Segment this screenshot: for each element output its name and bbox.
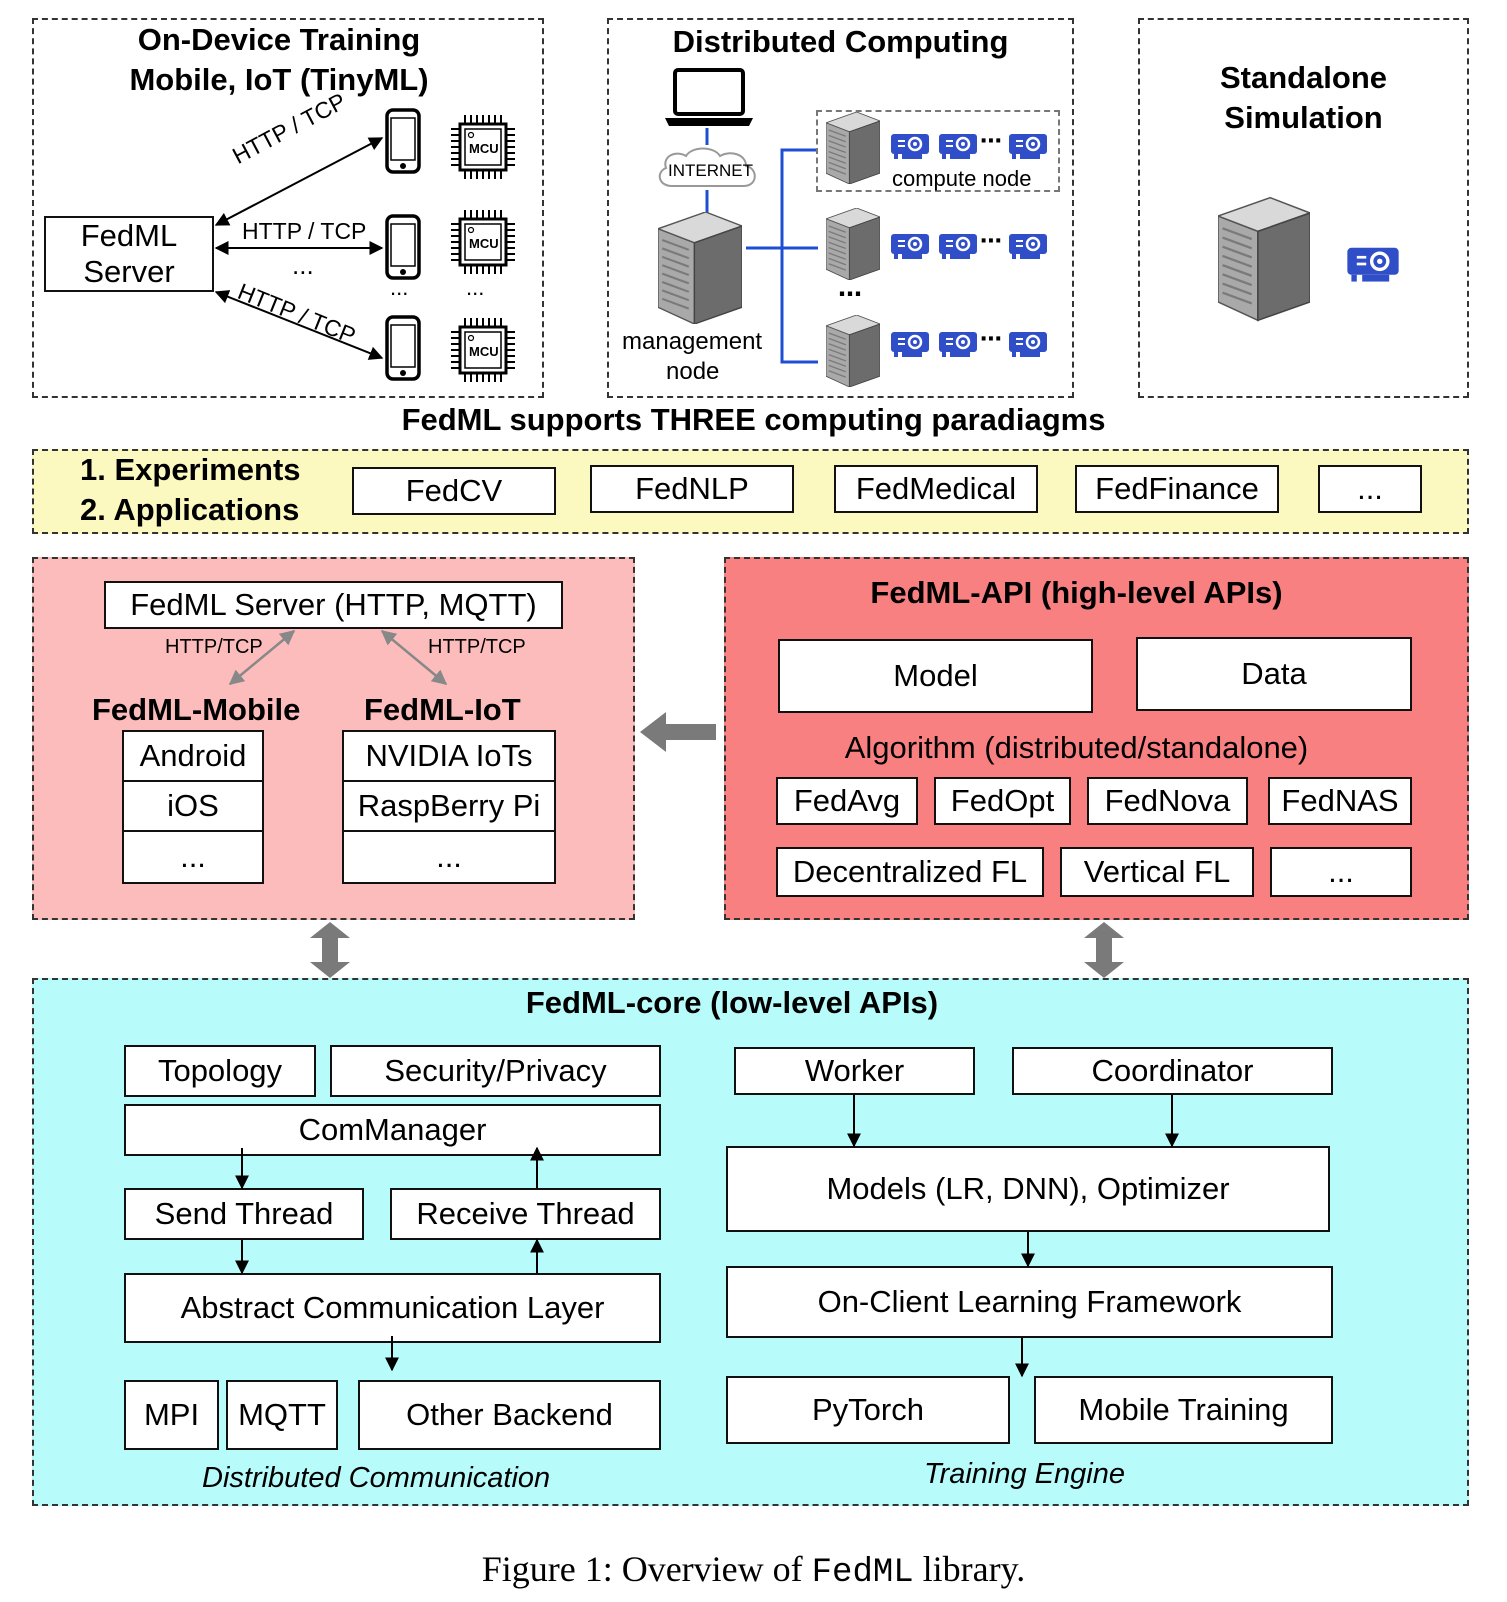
on-device-title-line1: On-Device Training	[137, 22, 421, 57]
iot-link-label: HTTP/TCP	[428, 636, 526, 658]
fedml-server-line1: FedML	[80, 218, 178, 253]
standalone-title-line1: Standalone	[1219, 60, 1388, 95]
app-fedfinance: FedFinance	[1075, 465, 1279, 513]
dist-comm-caption: Distributed Communication	[202, 1462, 551, 1494]
core-receive-thread: Receive Thread	[390, 1188, 661, 1240]
chip-ellipsis: ...	[466, 275, 485, 300]
mobile-link-label: HTTP/TCP	[165, 636, 263, 658]
on-device-ellipsis: ...	[292, 250, 314, 280]
core-pytorch: PyTorch	[726, 1376, 1010, 1444]
mcu-chip-label-2: MCU	[469, 236, 499, 251]
core-worker: Worker	[734, 1047, 975, 1095]
api-model: Model	[778, 639, 1093, 713]
internet-cloud-icon	[658, 147, 756, 187]
algo-vertical-fl: Vertical FL	[1060, 847, 1254, 897]
phone-ellipsis: ...	[390, 275, 409, 300]
distributed-title: Distributed Computing	[672, 24, 1009, 59]
algo-more: ...	[1270, 847, 1412, 897]
compute-server-ellipsis: ⋯	[838, 281, 862, 308]
internet-label: INTERNET	[668, 161, 753, 180]
fedml-api-title: FedML-API (high-level APIs)	[870, 575, 1283, 610]
training-engine-caption: Training Engine	[924, 1458, 1125, 1490]
core-models-optimizer: Models (LR, DNN), Optimizer	[726, 1146, 1330, 1232]
algo-fedavg: FedAvg	[776, 777, 918, 825]
mcu-chip-icon-3: MCU	[451, 318, 515, 382]
mcu-chip-icon-1: MCU	[451, 115, 515, 179]
fedml-iot-title: FedML-IoT	[364, 692, 521, 727]
iot-raspberry-pi: RaspBerry Pi	[342, 780, 556, 832]
mcu-chip-label-3: MCU	[469, 344, 499, 359]
management-node-line1: management	[622, 328, 763, 355]
core-mpi: MPI	[124, 1380, 219, 1450]
core-mobile-training: Mobile Training	[1034, 1376, 1333, 1444]
mobile-android: Android	[122, 730, 264, 782]
iot-more: ...	[342, 830, 556, 884]
on-device-title-line2: Mobile, IoT (TinyML)	[129, 62, 429, 97]
mobile-more: ...	[122, 830, 264, 884]
api-data: Data	[1136, 637, 1412, 711]
management-node-line2: node	[666, 358, 720, 385]
figure-caption: Figure 1: Overview of FedML library.	[0, 1548, 1507, 1592]
mobile-core-arrow	[310, 922, 350, 978]
mcu-chip-icon-2: MCU	[451, 210, 515, 274]
app-fedcv: FedCV	[352, 467, 556, 515]
figure-caption-suffix: library.	[913, 1549, 1026, 1589]
algo-fednova: FedNova	[1087, 777, 1248, 825]
app-fedmedical: FedMedical	[834, 465, 1038, 513]
laptop-icon	[665, 68, 753, 126]
fedml-server-line2: Server	[83, 254, 175, 289]
core-mqtt: MQTT	[226, 1380, 338, 1450]
algo-fedopt: FedOpt	[934, 777, 1071, 825]
fedml-server-box: FedML Server	[44, 216, 214, 292]
experiments-line1: 1. Experiments	[80, 452, 301, 487]
core-send-thread: Send Thread	[124, 1188, 364, 1240]
on-device-panel	[32, 18, 544, 398]
fedml-mobile-title: FedML-Mobile	[92, 692, 301, 727]
core-other-backend: Other Backend	[358, 1380, 661, 1450]
core-security-privacy: Security/Privacy	[330, 1045, 661, 1097]
fedml-core-title: FedML-core (low-level APIs)	[525, 985, 939, 1020]
algo-decentralized-fl: Decentralized FL	[776, 847, 1044, 897]
standalone-title-line2: Simulation	[1224, 100, 1383, 135]
api-to-mobile-arrow	[640, 712, 716, 752]
standalone-panel	[1138, 18, 1469, 398]
core-topology: Topology	[124, 1045, 316, 1097]
core-coordinator: Coordinator	[1012, 1047, 1333, 1095]
compute-node-group	[816, 110, 1060, 192]
core-commanager: ComManager	[124, 1104, 661, 1156]
mcu-chip-label-1: MCU	[469, 141, 499, 156]
gpu-ellipsis-1: ⋯	[980, 128, 1002, 153]
algo-fednas: FedNAS	[1268, 777, 1412, 825]
app-more: ...	[1318, 465, 1422, 513]
api-algorithm-label: Algorithm (distributed/standalone)	[844, 730, 1309, 765]
api-core-arrow	[1084, 922, 1124, 978]
fedml-server-http-mqtt: FedML Server (HTTP, MQTT)	[104, 581, 563, 629]
figure-caption-code: FedML	[811, 1554, 914, 1592]
paradigms-heading: FedML supports THREE computing paradiagm…	[401, 402, 1106, 437]
link-label-mid: HTTP / TCP	[242, 218, 367, 244]
experiments-line2: 2. Applications	[80, 492, 300, 527]
gpu-ellipsis-2: ⋯	[980, 228, 1002, 253]
app-fednlp: FedNLP	[590, 465, 794, 513]
compute-node-label: compute node	[892, 166, 1032, 191]
figure-caption-prefix: Figure 1: Overview of	[481, 1549, 812, 1589]
gpu-ellipsis-3: ⋯	[980, 326, 1002, 351]
distributed-panel	[607, 18, 1074, 398]
